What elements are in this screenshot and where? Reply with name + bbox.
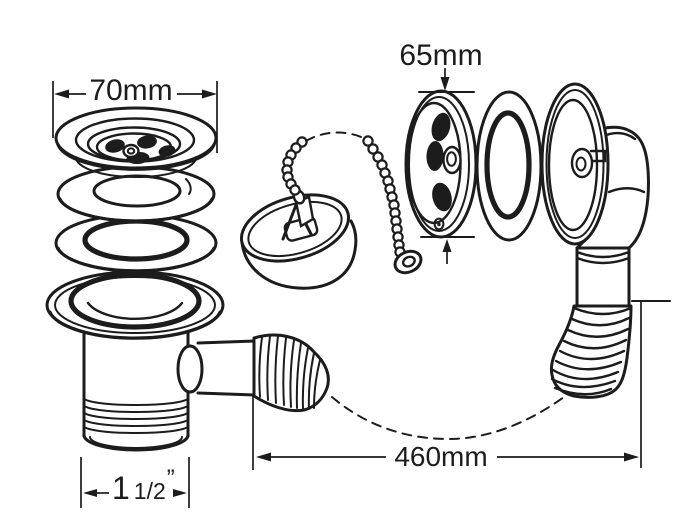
hose-route-dashed [331, 393, 569, 441]
overflow-body-dome [540, 82, 610, 246]
dim-label-65mm: 65mm [399, 39, 482, 72]
chain-break-dashed [305, 131, 362, 142]
dim-label-460mm: 460mm [394, 441, 487, 472]
waste-body [82, 318, 190, 452]
faceplate-centre-boss [442, 145, 462, 175]
backnut-washer [54, 213, 218, 273]
dim-65mm: 65mm [399, 39, 483, 264]
chain-stay-eyelet [393, 249, 423, 275]
flexible-overflow-hose [549, 304, 633, 399]
strainer-centre-screw [122, 143, 140, 159]
faceplate-chain-hole [433, 217, 445, 231]
dim-70mm: 70mm [52, 74, 218, 153]
dim-label-70mm: 70mm [89, 74, 172, 107]
dim-460mm: 460mm [252, 300, 671, 472]
strainer-holes [105, 135, 176, 165]
threaded-side-outlet [176, 333, 330, 413]
sealing-washer [56, 165, 216, 223]
strainer-flange [54, 106, 218, 178]
bath-plug [239, 189, 358, 290]
waste-body-flange [45, 270, 225, 340]
overflow-assembly: 65mm 460mm [252, 39, 671, 472]
plug-chain-right [362, 135, 406, 258]
overflow-body-stub [589, 149, 607, 163]
overflow-washer [475, 90, 543, 242]
faceplate-holes [426, 112, 452, 212]
overflow-faceplate [404, 89, 478, 239]
plug-and-chain [239, 131, 423, 290]
plug-chain-left [281, 136, 308, 196]
